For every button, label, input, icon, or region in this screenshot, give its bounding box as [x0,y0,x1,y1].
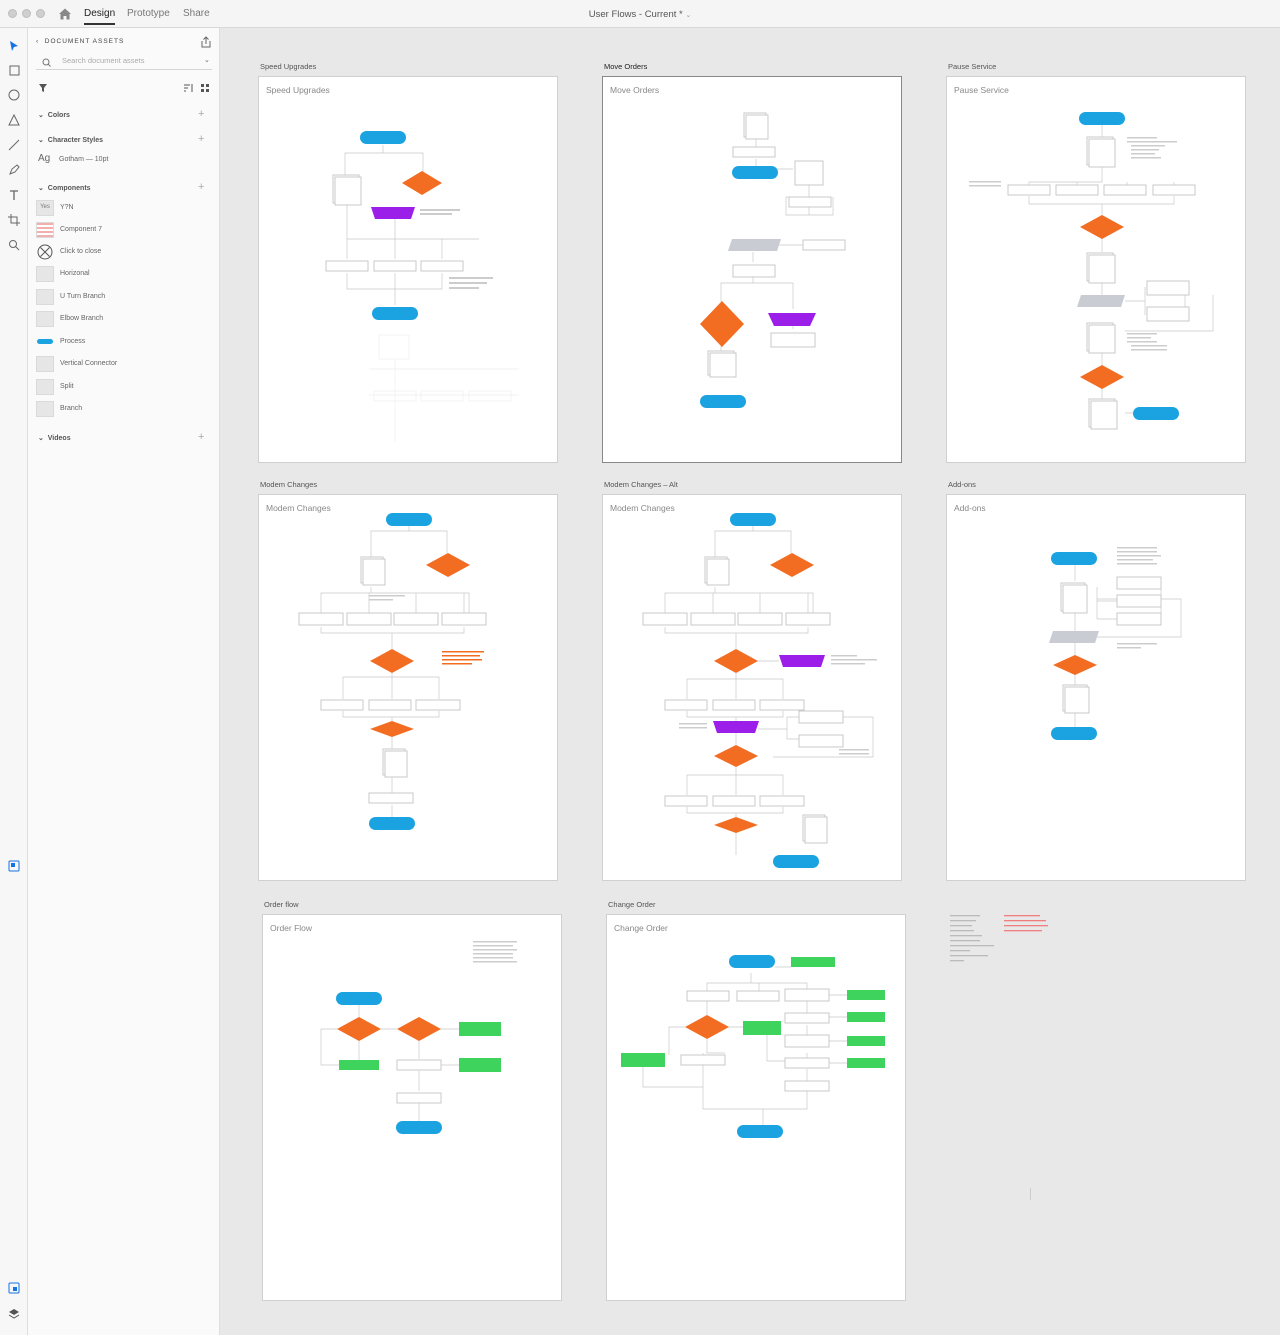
artboard-speed-upgrades[interactable]: Speed Upgrades [258,76,558,463]
add-character-style-icon[interactable]: + [198,133,205,145]
char-style-sample[interactable]: Ag [38,153,51,164]
close-circle-icon [36,244,54,260]
line-tool-icon[interactable] [6,137,22,153]
change-order-flowchart [621,955,885,1138]
zoom-window-button[interactable] [36,9,45,18]
artboard-label-order-flow[interactable]: Order flow [264,900,299,909]
artboard-order-flow[interactable]: Order Flow [262,914,562,1301]
component-u-turn-branch[interactable]: U Turn Branch [36,289,212,307]
tab-prototype[interactable]: Prototype [127,8,170,19]
order-flow-flowchart [320,941,517,1134]
artboard-label-move-orders[interactable]: Move Orders [604,62,648,71]
modem-changes-alt-flowchart [642,513,877,868]
component-yn[interactable]: Yes Y?N [36,200,212,218]
zoom-tool-icon[interactable] [6,237,22,253]
layers-panel-icon[interactable] [6,1306,22,1322]
colors-section[interactable]: ⌄ Colors [38,112,70,119]
home-icon[interactable] [58,7,72,21]
sort-icon[interactable] [183,83,194,93]
component-branch[interactable]: Branch [36,401,212,419]
component-horizonal[interactable]: Horizonal [36,266,212,284]
search-input[interactable]: Search document assets [36,54,212,70]
tab-design[interactable]: Design [84,8,116,25]
artboard-add-ons[interactable]: Add-ons [946,494,1246,881]
character-styles-section[interactable]: ⌄ Character Styles [38,137,104,144]
add-color-icon[interactable]: + [198,108,205,120]
library-panel-icon[interactable] [6,1280,22,1296]
chevron-down-icon[interactable]: ⌄ [204,57,210,64]
component-vertical-connector[interactable]: Vertical Connector [36,356,212,374]
polygon-tool-icon[interactable] [6,112,22,128]
add-ons-flowchart [1049,547,1182,740]
component-split[interactable]: Split [36,379,212,397]
ellipse-tool-icon[interactable] [6,87,22,103]
component-elbow-branch[interactable]: Elbow Branch [36,311,212,329]
artboard-move-orders[interactable]: Move Orders [602,76,902,463]
move-orders-flowchart [700,112,846,408]
rectangle-tool-icon[interactable] [6,62,22,78]
artboard-modem-changes[interactable]: Modem Changes [258,494,558,881]
panel-header[interactable]: ‹ DOCUMENT ASSETS [36,38,125,45]
artboard-label-modem-changes[interactable]: Modem Changes [260,480,318,489]
char-style-name[interactable]: Gotham — 10pt [59,156,109,163]
component-7[interactable]: Component 7 [36,222,212,240]
design-canvas[interactable]: Speed Upgrades Move Orders Pause Service… [220,28,1280,1335]
search-icon [42,58,51,67]
artboard-label-pause-service[interactable]: Pause Service [948,62,997,71]
artboard-change-order[interactable]: Change Order [606,914,906,1301]
add-component-icon[interactable]: + [198,181,205,193]
grid-view-icon[interactable] [200,83,210,93]
component-click-to-close[interactable]: Click to close [36,244,212,262]
artboard-label-add-ons[interactable]: Add-ons [948,480,976,489]
videos-section[interactable]: ⌄ Videos [38,435,71,442]
close-window-button[interactable] [8,9,17,18]
modem-changes-flowchart [298,513,487,830]
tool-bar [0,28,28,1335]
artboard-label-change-order[interactable]: Change Order [608,900,656,909]
tab-share[interactable]: Share [183,8,210,19]
notes-list-gray [950,915,994,962]
artboard-tool-icon[interactable] [6,212,22,228]
component-process[interactable]: Process [36,334,212,352]
assets-panel-icon[interactable] [6,858,22,874]
artboard-label-speed-upgrades[interactable]: Speed Upgrades [260,62,317,71]
artboard-label-modem-changes-alt[interactable]: Modem Changes – Alt [604,480,678,489]
notes-list-red [1004,915,1048,932]
filter-icon[interactable] [38,83,48,93]
add-video-icon[interactable]: + [198,431,205,443]
artboard-modem-changes-alt[interactable]: Modem Changes [602,494,902,881]
pen-tool-icon[interactable] [6,162,22,178]
speed-upgrades-flowchart [325,131,519,442]
select-tool-icon[interactable] [6,38,22,54]
pause-service-flowchart [969,112,1214,430]
share-icon[interactable] [200,36,212,48]
text-cursor-marker [1030,1188,1031,1200]
artboard-pause-service[interactable]: Pause Service [946,76,1246,463]
components-section[interactable]: ⌄ Components [38,185,91,192]
title-bar: Design Prototype Share User Flows - Curr… [0,0,1280,28]
text-tool-icon[interactable] [6,187,22,203]
minimize-window-button[interactable] [22,9,31,18]
document-assets-panel: ‹ DOCUMENT ASSETS Search document assets… [28,28,220,1335]
